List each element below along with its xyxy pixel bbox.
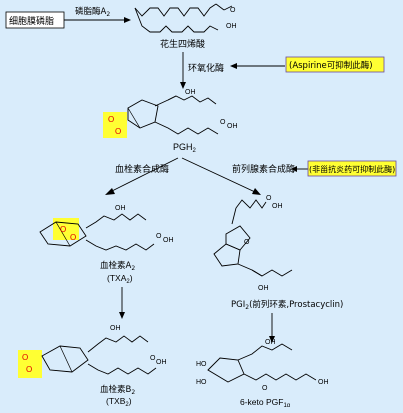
txb2-highlight [18,350,42,378]
arrow-pgi2-to-keto-head [269,336,275,343]
pgh2-structure [127,95,219,135]
arachidonic-acid-label: 花生四烯酸 [160,38,205,50]
arrow-pgh2-to-pgi2 [181,157,256,193]
keto-ho-1: HO [196,361,207,368]
pgh2-o1: O [108,115,114,124]
aa-oh-label: OH [226,23,237,30]
step1-enzyme-label: 磷脂酶A2 [75,6,110,18]
pgi2-label: PGI2(前列环素,Prostacyclin) [231,299,343,311]
nsaid-note-label: (非甾抗炎药可抑制此酶) [309,164,395,174]
nsaid-note-box [307,160,397,177]
cox-enzyme-label: 环氧化酶 [188,62,224,74]
pgi2-structure [213,199,293,277]
txb2-o1: O [22,353,28,362]
arachidonic-acid-structure [134,3,233,33]
txb2-o-label: O [150,355,156,362]
arrow-pgh2-to-txa2-head [105,188,115,195]
keto-o-label: O [262,385,268,392]
arrow-membrane-to-aa-head [124,17,131,23]
txb2-structure [41,335,157,375]
pgi2-oh-label: OH [258,285,269,292]
txa2-structure [39,213,155,251]
keto-structure [207,343,317,383]
arrow-aspirin-head [230,63,237,69]
pgi2-ring-o: O [244,239,250,246]
aa-o-label: O [230,7,236,14]
arrow-aa-to-pgh2-head [180,82,186,89]
keto-label: 6-keto PGF1α [240,397,291,409]
keto-cooh-oh: OH [318,379,329,386]
keto-oh-top: OH [265,339,276,346]
arrow-nsaid-head [291,166,297,172]
txa2-cn-label: 血栓素A2 [100,260,135,272]
arrow-pgh2-to-txa2 [109,157,179,193]
txa2-o1: O [60,225,66,234]
pgi2-cooh-o: O [266,195,272,202]
txa2-oh-label: OH [115,205,126,212]
pgh2-o2: O [115,127,121,136]
txb2-cn-label: 血栓素B2 [100,384,135,396]
pgi-synthase-label: 前列腺素合成酶 [232,163,295,175]
txa2-o-label: O [156,233,162,240]
aspirin-note-box [285,56,385,73]
aspirin-note-label: (Aspirine可抑制此酶) [289,60,373,71]
txa2-abbr-label: (TXA2) [107,273,133,285]
keto-ho-2: HO [196,379,207,386]
txa2-cooh-oh: OH [163,237,174,244]
txb2-cooh-oh: OH [156,359,167,366]
start-box-label: 细胞膜磷脂 [9,15,54,27]
txa2-o2: O [70,233,76,242]
pgh2-label: PGH2 [173,142,197,154]
pgh2-peroxide-highlight [103,112,127,138]
pgh2-oh-label: OH [185,89,196,96]
arrow-pgh2-to-pgi2-head [252,188,261,195]
pgh2-o-label: O [220,119,226,126]
txb2-abbr-label: (TXB2) [106,396,132,408]
pgi2-cooh-oh: OH [272,203,283,210]
txb2-oh-label: OH [110,325,121,332]
pgh2-cooh-oh: OH [227,123,238,130]
arrow-txa2-to-txb2-head [119,312,125,319]
txb2-o2: O [26,365,32,374]
txa-synthase-label: 血栓素合成酶 [115,163,169,175]
